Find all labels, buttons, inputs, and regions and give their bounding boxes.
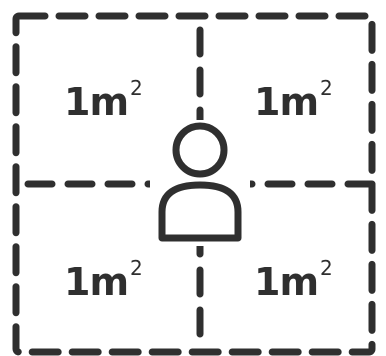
top-left-area-value: 1m <box>64 80 129 124</box>
bottom-right-area-exponent: 2 <box>320 256 333 280</box>
top-right-area-value: 1m <box>254 80 319 124</box>
bottom-left-area-value: 1m <box>64 260 129 304</box>
top-right-area-exponent: 2 <box>320 76 333 100</box>
bottom-left-area-exponent: 2 <box>130 256 143 280</box>
bottom-right-area-value: 1m <box>254 260 319 304</box>
person-icon <box>158 122 242 242</box>
top-left-area-exponent: 2 <box>130 76 143 100</box>
